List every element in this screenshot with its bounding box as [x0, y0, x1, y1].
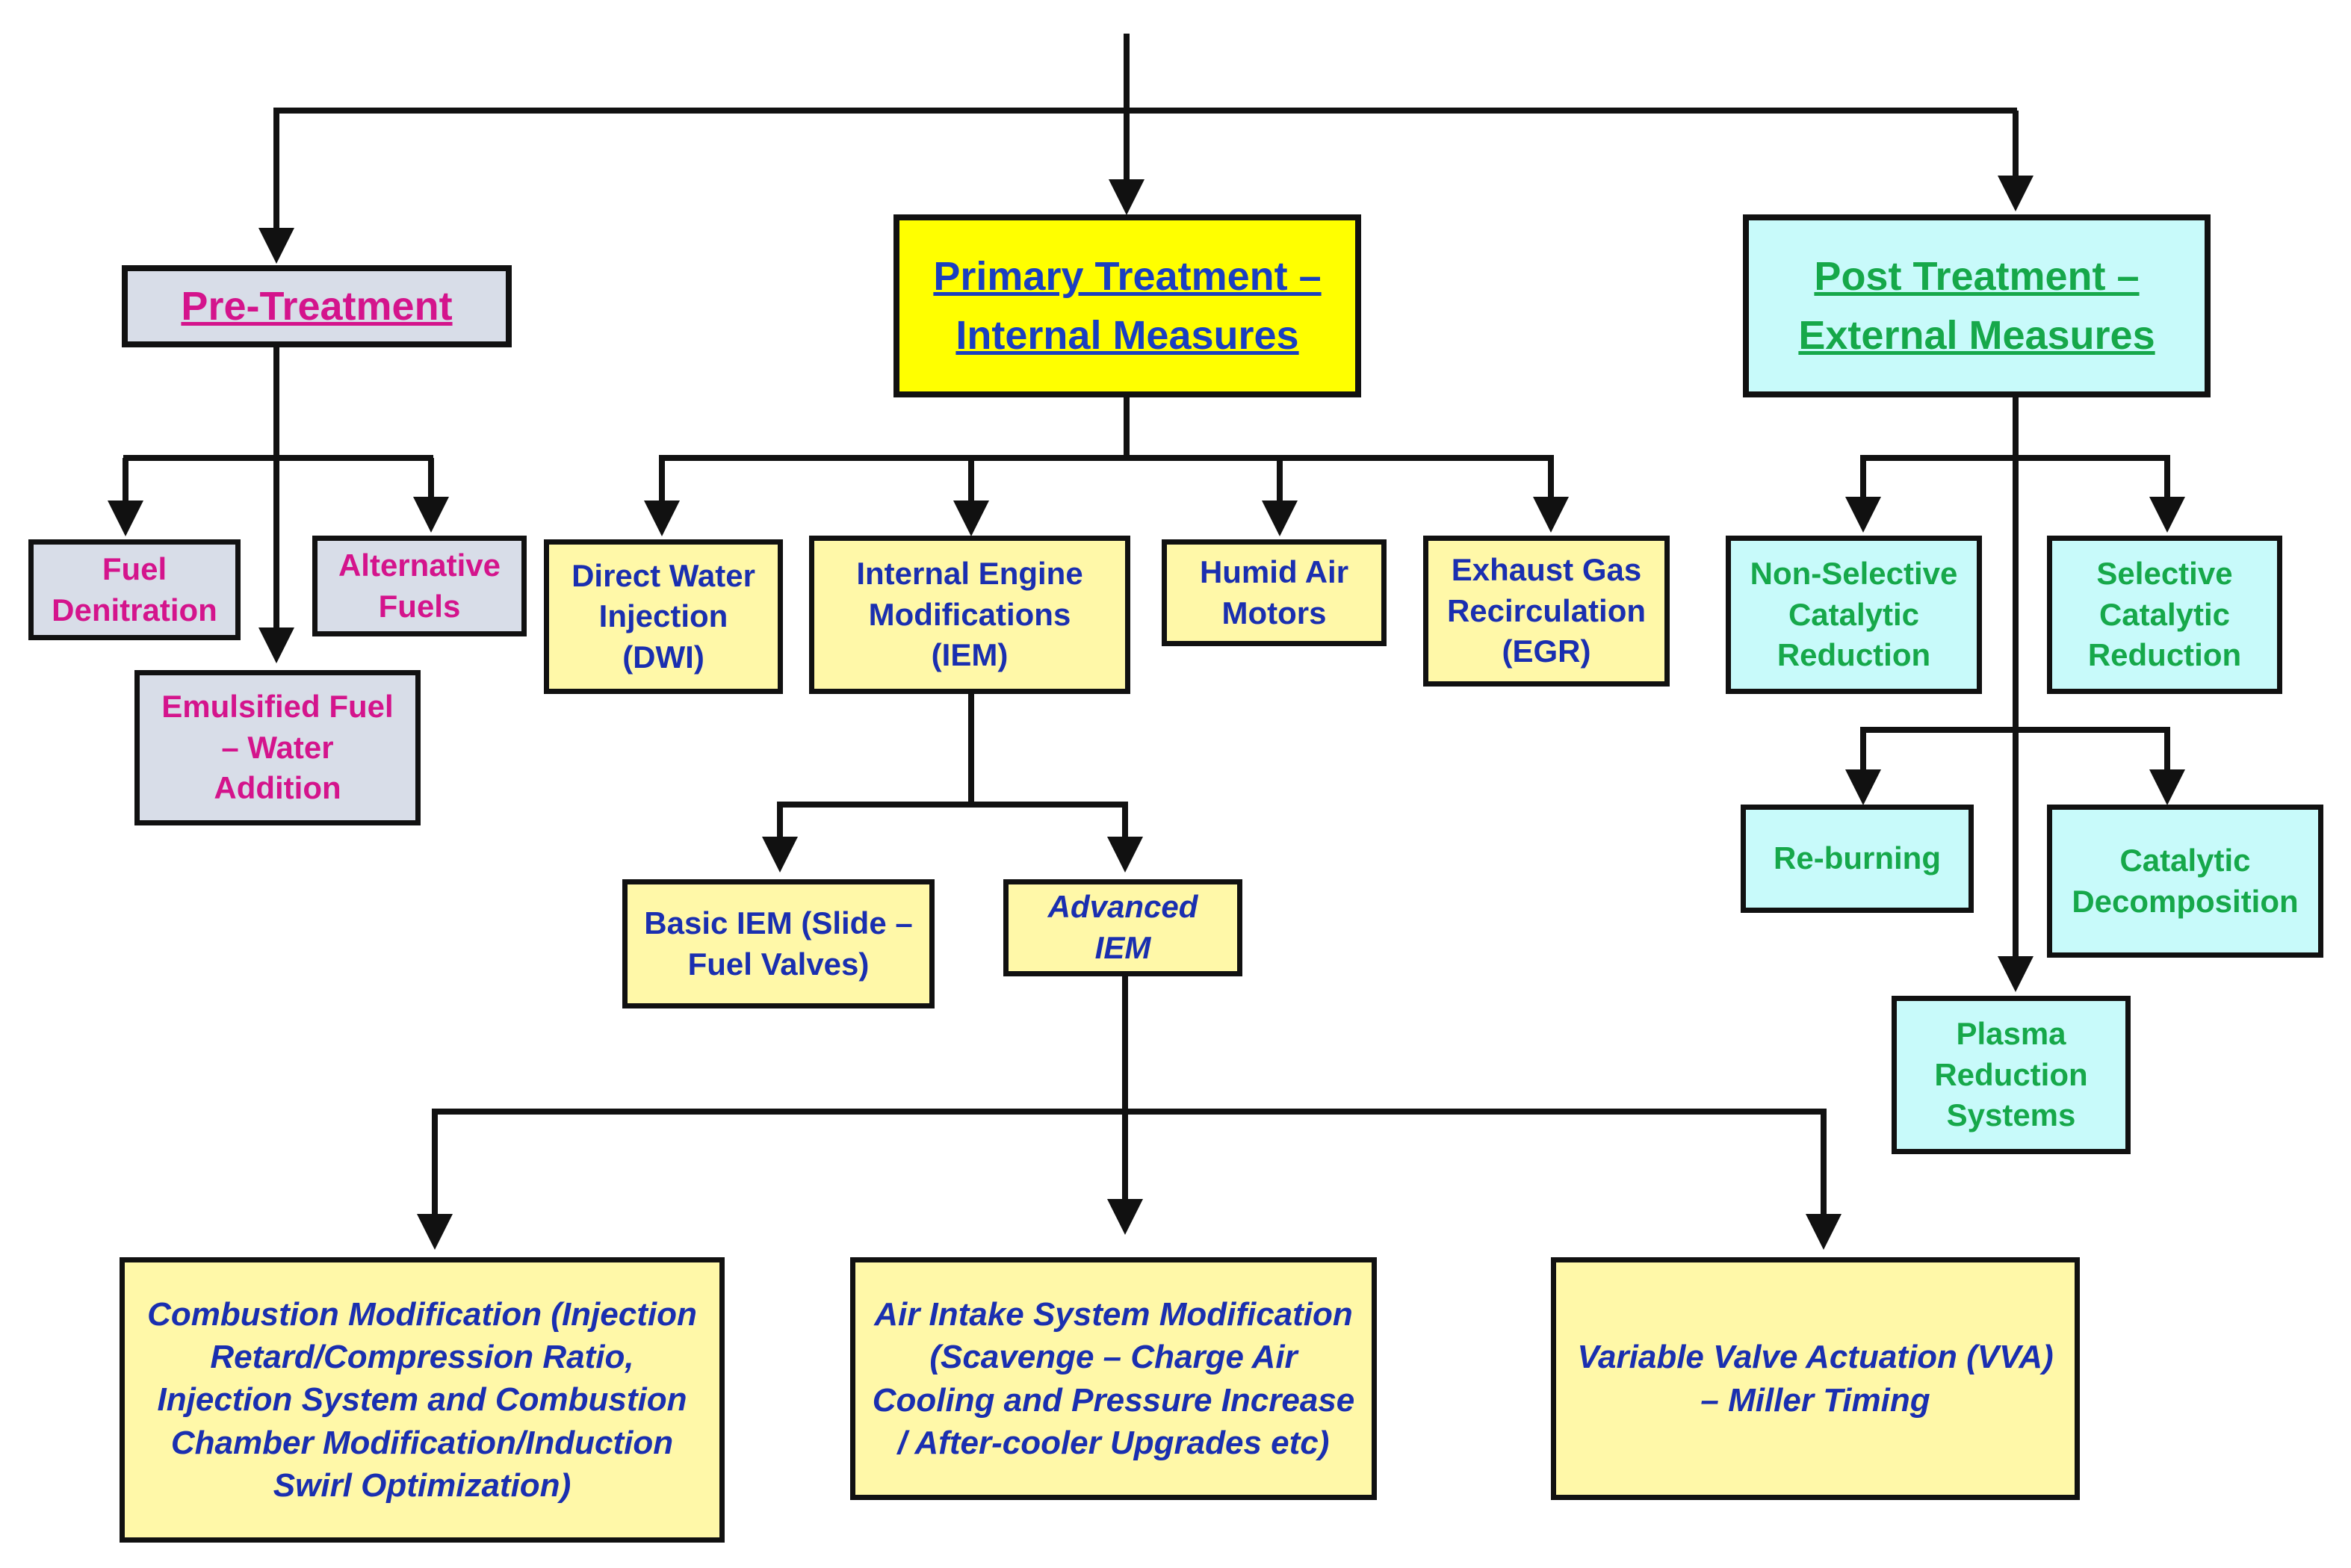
- primary-treatment-title: Primary Treatment – Internal Measures: [933, 254, 1322, 358]
- re-burning-label: Re-burning: [1774, 840, 1941, 876]
- exhaust-gas-recirculation-label: Exhaust Gas Recirculation (EGR): [1446, 552, 1647, 669]
- re-burning-box: Re-burning: [1741, 805, 1974, 913]
- post-treatment-title: Post Treatment – External Measures: [1798, 254, 2155, 358]
- fuel-denitration-box: Fuel Denitration: [28, 539, 241, 640]
- basic-iem-box: Basic IEM (Slide – Fuel Valves): [622, 879, 935, 1008]
- selective-catalytic-reduction-box: Selective Catalytic Reduction: [2047, 536, 2282, 694]
- fuel-denitration-label: Fuel Denitration: [52, 551, 217, 627]
- non-selective-catalytic-reduction-box: Non-Selective Catalytic Reduction: [1726, 536, 1982, 694]
- variable-valve-actuation-label: Variable Valve Actuation (VVA) – Miller …: [1577, 1339, 2054, 1419]
- post-treatment-header: Post Treatment – External Measures: [1743, 214, 2211, 397]
- catalytic-decomposition-label: Catalytic Decomposition: [2072, 842, 2299, 919]
- plasma-reduction-systems-label: Plasma Reduction Systems: [1934, 1016, 2088, 1133]
- alternative-fuels-box: Alternative Fuels: [312, 536, 527, 636]
- pre-treatment-title: Pre-Treatment: [181, 283, 453, 329]
- advanced-iem-box: Advanced IEM: [1003, 879, 1242, 976]
- exhaust-gas-recirculation-box: Exhaust Gas Recirculation (EGR): [1423, 536, 1670, 687]
- air-intake-modification-box: Air Intake System Modification (Scavenge…: [850, 1257, 1377, 1500]
- plasma-reduction-systems-box: Plasma Reduction Systems: [1892, 996, 2131, 1154]
- basic-iem-label: Basic IEM (Slide – Fuel Valves): [644, 905, 913, 982]
- pre-treatment-header: Pre-Treatment: [122, 265, 512, 347]
- catalytic-decomposition-box: Catalytic Decomposition: [2047, 805, 2323, 958]
- combustion-modification-label: Combustion Modification (Injection Retar…: [147, 1296, 697, 1504]
- humid-air-motors-box: Humid Air Motors: [1162, 539, 1387, 646]
- direct-water-injection-label: Direct Water Injection (DWI): [572, 557, 755, 675]
- primary-treatment-header: Primary Treatment – Internal Measures: [893, 214, 1361, 397]
- variable-valve-actuation-box: Variable Valve Actuation (VVA) – Miller …: [1551, 1257, 2080, 1500]
- internal-engine-modifications-box: Internal Engine Modifications (IEM): [809, 536, 1130, 694]
- selective-catalytic-reduction-label: Selective Catalytic Reduction: [2087, 556, 2242, 673]
- internal-engine-modifications-label: Internal Engine Modifications (IEM): [856, 556, 1083, 673]
- emulsified-fuel-box: Emulsified Fuel – Water Addition: [134, 670, 421, 825]
- direct-water-injection-box: Direct Water Injection (DWI): [544, 539, 783, 694]
- emulsified-fuel-label: Emulsified Fuel – Water Addition: [161, 689, 394, 806]
- combustion-modification-box: Combustion Modification (Injection Retar…: [120, 1257, 725, 1543]
- air-intake-modification-label: Air Intake System Modification (Scavenge…: [872, 1296, 1355, 1461]
- alternative-fuels-label: Alternative Fuels: [338, 547, 501, 624]
- advanced-iem-label: Advanced IEM: [1047, 889, 1198, 965]
- humid-air-motors-label: Humid Air Motors: [1199, 554, 1349, 630]
- non-selective-catalytic-reduction-label: Non-Selective Catalytic Reduction: [1750, 556, 1958, 673]
